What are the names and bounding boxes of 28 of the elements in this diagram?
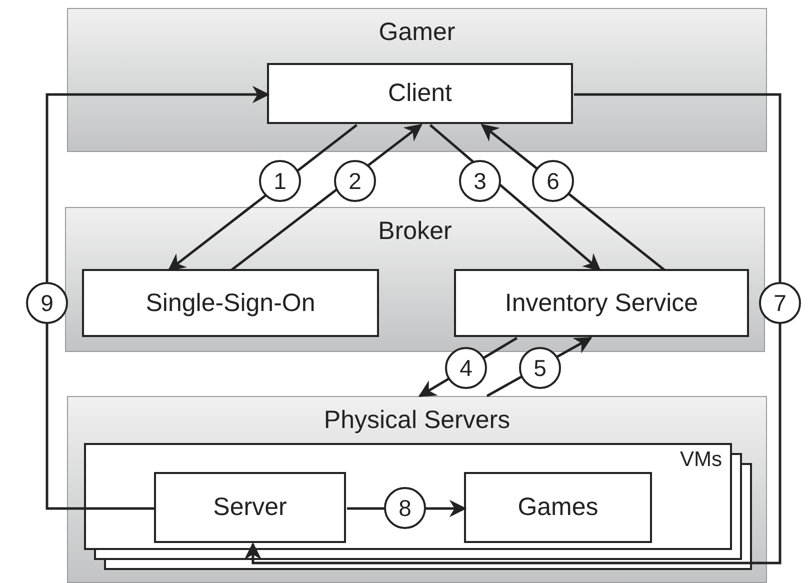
frame-title: VMs (680, 448, 722, 472)
component-box (464, 472, 652, 543)
component-label: Single-Sign-On (146, 288, 316, 318)
component-box (154, 472, 346, 543)
vm-frame (84, 443, 732, 550)
component-box (82, 269, 379, 337)
step-number: 3 (459, 160, 501, 202)
arrow (244, 93, 782, 564)
component-label: Inventory Service (504, 288, 698, 318)
layer-title: Broker (377, 216, 453, 246)
layer-title: Physical Servers (322, 405, 512, 435)
layer-title: Gamer (378, 17, 456, 47)
step-number: 4 (445, 347, 487, 389)
component-label: Games (518, 493, 598, 522)
step-number: 5 (519, 347, 561, 389)
arrow (46, 86, 270, 510)
layer-band (67, 8, 767, 152)
step-number: 9 (26, 282, 68, 324)
step-number: 7 (759, 282, 801, 324)
component-box (454, 269, 749, 337)
layer-band (65, 207, 765, 352)
step-number: 6 (532, 160, 574, 202)
step-number: 2 (334, 160, 376, 202)
component-label: Server (213, 493, 287, 522)
component-label: Client (388, 79, 452, 108)
step-number: 1 (259, 160, 301, 202)
component-box (267, 63, 573, 124)
layer-band (67, 396, 767, 583)
